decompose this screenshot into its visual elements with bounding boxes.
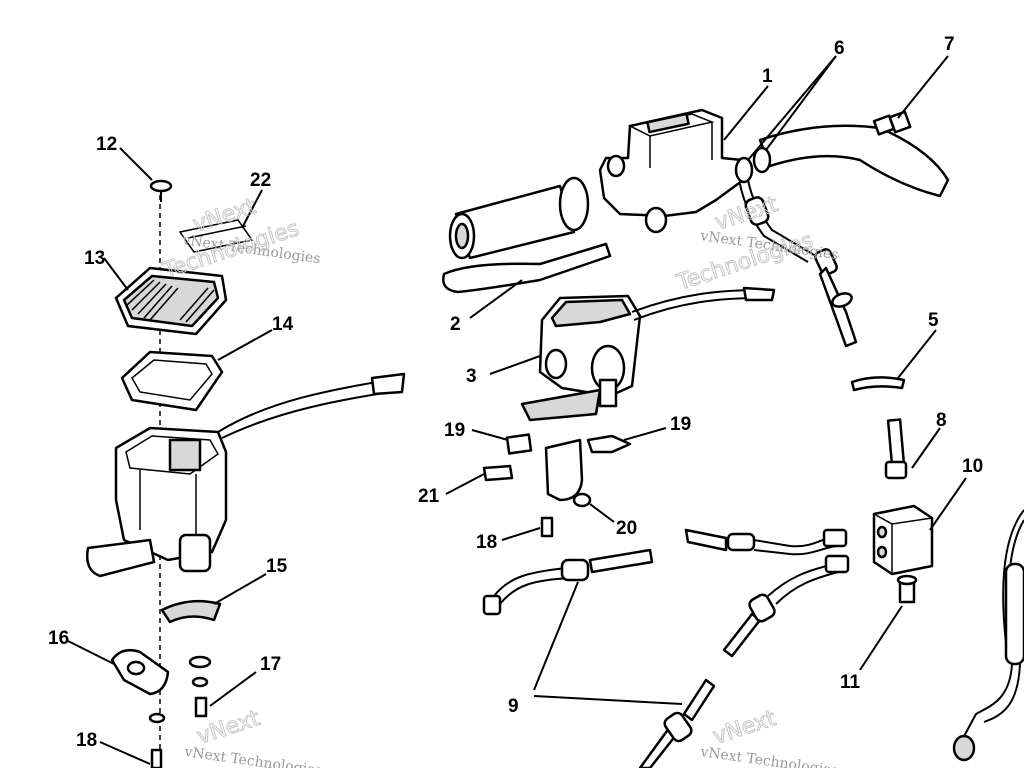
part-19-block-right	[586, 434, 632, 454]
part-5-clip	[850, 376, 906, 392]
callout-10: 10	[962, 456, 983, 477]
brake-line-upper	[684, 528, 848, 556]
part-17-washers-screw	[188, 655, 212, 718]
part-10-junction-block	[872, 504, 934, 576]
callout-13: 13	[84, 248, 105, 269]
part-2-brake-lever	[442, 242, 612, 294]
callout-1: 1	[762, 66, 773, 87]
callout-11: 11	[840, 672, 861, 693]
callout-8: 8	[936, 410, 947, 431]
callout-17: 17	[260, 654, 281, 675]
part-12-screw	[149, 179, 173, 202]
left-assembly: 12 22 13 14 15 16 17 18	[48, 134, 406, 768]
right-wire-harness	[952, 509, 1024, 762]
part-3-switch-housing	[520, 286, 776, 422]
brake-line-lower	[722, 554, 850, 658]
callout-6: 6	[834, 38, 845, 59]
lever-right	[758, 124, 950, 198]
handle-grip	[448, 176, 590, 260]
callout-7: 7	[944, 34, 955, 55]
callout-22: 22	[250, 170, 271, 191]
part-18-screw-left	[150, 748, 163, 768]
callout-3: 3	[466, 366, 477, 387]
callout-20: 20	[616, 518, 637, 539]
callout-2: 2	[450, 314, 461, 335]
callout-5: 5	[928, 310, 939, 331]
watermark-line1: vNext	[710, 706, 779, 750]
part-22-label	[178, 219, 254, 253]
switch-assembly: 3 19 19 21 20 18	[418, 286, 776, 553]
callout-15: 15	[266, 556, 288, 577]
part-8-fitting	[884, 418, 908, 480]
part-15-pad	[160, 599, 222, 624]
callout-19-right: 19	[670, 414, 691, 435]
handlebar-assembly: 1 6 7 2	[442, 34, 955, 348]
brake-line-assembly: 5 8 10 11	[482, 310, 1024, 768]
axis-washer	[148, 712, 166, 724]
part-6-washers-hose	[734, 146, 858, 348]
watermark-left-top: vNext vNext Technologies Technologies	[159, 193, 322, 284]
watermark-right-bottom: vNext vNext Technologies	[698, 705, 839, 768]
callout-14: 14	[272, 314, 294, 335]
part-9-brake-line-b	[638, 678, 716, 768]
watermark-line2: vNext Technologies	[698, 744, 839, 768]
watermark-line2: vNext Technologies	[182, 744, 323, 768]
callout-16: 16	[48, 628, 69, 649]
callout-18-mid: 18	[476, 532, 497, 553]
part-7-banjo-bolt	[872, 110, 912, 136]
part-13-reservoir-cover	[114, 266, 228, 336]
part-21-pad	[482, 464, 514, 482]
part-18-screw-mid	[540, 516, 554, 538]
callout-12: 12	[96, 134, 117, 155]
callout-9: 9	[508, 696, 519, 717]
part-14-gasket	[120, 350, 224, 412]
part-16-clamp	[110, 649, 170, 696]
callout-18-left: 18	[76, 730, 97, 751]
part-11-bolt	[896, 574, 918, 604]
master-cylinder-housing	[86, 372, 406, 578]
part-9-brake-line-a	[482, 548, 654, 616]
part-20-clamp	[544, 438, 592, 508]
callout-19-left: 19	[444, 420, 465, 441]
callout-21: 21	[418, 486, 440, 507]
part-19-block-left	[505, 433, 533, 455]
